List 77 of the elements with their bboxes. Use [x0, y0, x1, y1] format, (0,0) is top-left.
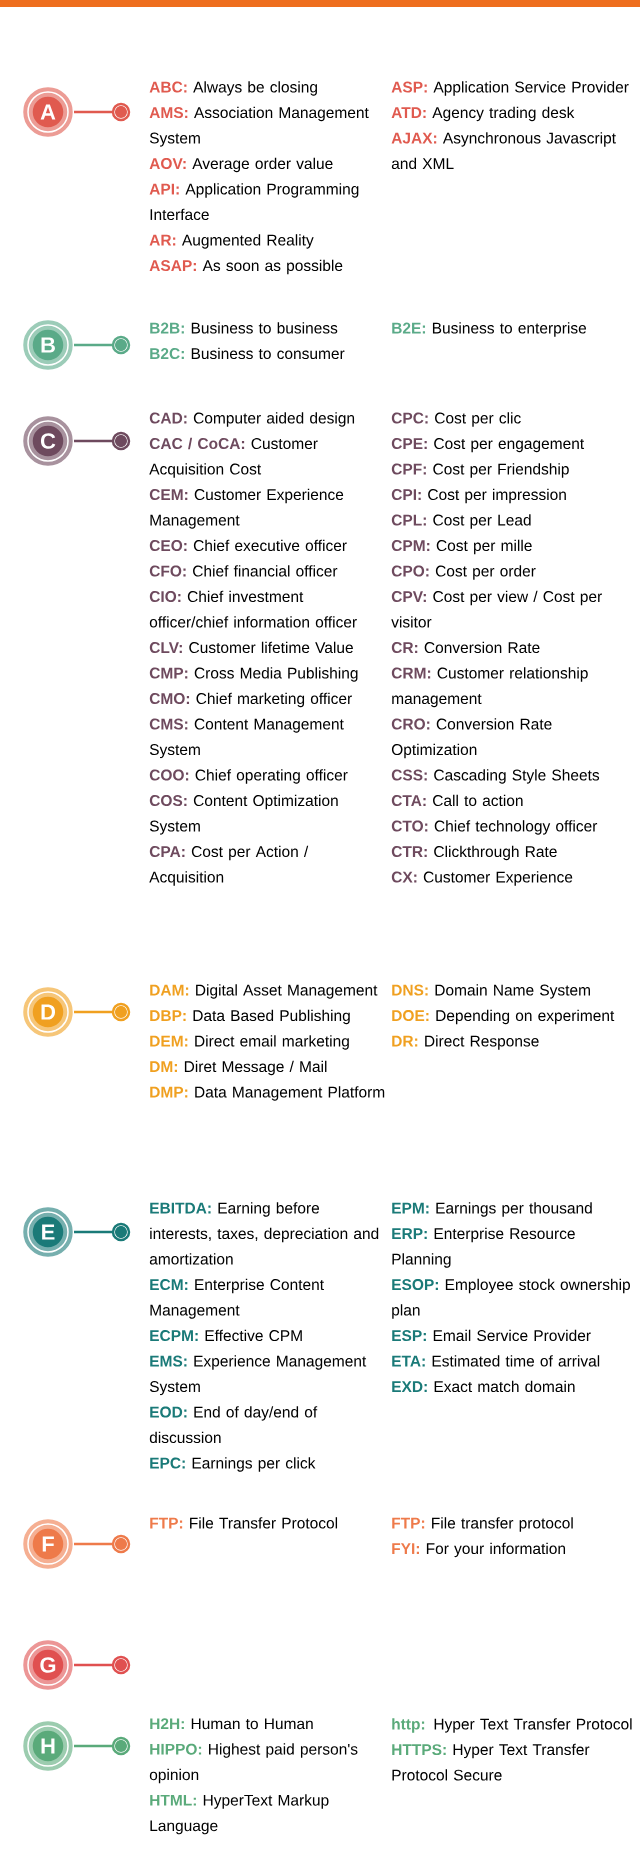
glossary-entry: AJAX: Asynchronous Javascript and XML [391, 132, 616, 170]
glossary-entry: CX: Customer Experience [391, 871, 573, 886]
glossary-entry: CSS: Cascading Style Sheets [391, 769, 600, 784]
glossary-entry: B2C: Business to consumer [150, 347, 345, 360]
glossary-entry: AR: Augmented Reality [149, 234, 314, 249]
glossary-entry: H2H: Human to Human [150, 1718, 313, 1730]
glossary-entry: CRO: Conversion Rate Optimization [391, 718, 552, 759]
glossary-entry: CTO: Chief technology officer [391, 820, 598, 835]
glossary-entry: AMS: Association Management System [149, 106, 369, 147]
glossary-entry: DM: Diret Message / Mail [150, 1060, 327, 1076]
glossary-entry: CPV: Cost per view / Cost per visitor [391, 590, 602, 628]
glossary-entry: CPO: Cost per order [391, 565, 536, 580]
glossary-entry: FTP: File Transfer Protocol [150, 1517, 338, 1529]
glossary-entry: CRM: Customer relationship management [391, 667, 588, 708]
glossary-entry: CR: Conversion Rate [391, 641, 540, 654]
letter-badge: C [23, 416, 73, 466]
glossary-entry: ETA: Estimated time of arrival [392, 1355, 600, 1367]
glossary-entry: CMO: Chief marketing officer [149, 692, 352, 708]
glossary-entry: CFO: Chief financial officer [149, 565, 338, 577]
glossary-entry: AOV: Average order value [149, 157, 333, 173]
letter-badge: G [23, 1640, 73, 1690]
glossary-entry: ECPM: Effective CPM [150, 1329, 302, 1342]
glossary-entry: EPC: Earnings per click [150, 1457, 316, 1472]
letter-badge: H [23, 1721, 73, 1771]
letter-badge: F [23, 1519, 73, 1569]
glossary-entry: DOE: Depending on experiment [392, 1009, 615, 1025]
glossary-entry: CPA: Cost per Action / Acquisition [149, 845, 309, 886]
glossary-entry: CPC: Cost per clic [391, 412, 521, 427]
glossary-entry: CAD: Computer aided design [149, 412, 355, 427]
glossary-entry: EPM: Earnings per thousand [392, 1202, 592, 1217]
letter-badge: E [23, 1207, 73, 1257]
glossary-entry: ECM: Enterprise Content Management [150, 1278, 324, 1319]
glossary-entry: CAC / CoCA: Customer Acquisition Cost [149, 437, 318, 478]
glossary-entry: HTTPS: Hyper Text Transfer Protocol Secure [392, 1743, 590, 1781]
glossary-entry: B2E: Business to enterprise [392, 322, 587, 337]
glossary-entry: COS: Content Optimization System [149, 794, 338, 835]
glossary-entry: DEM: Direct email marketing [150, 1035, 349, 1050]
glossary-entry: EOD: End of day/end of discussion [149, 1406, 318, 1444]
glossary-entry: http: Hyper Text Transfer Protocol [392, 1718, 632, 1733]
glossary-entry: ABC: Always be closing [149, 81, 317, 96]
glossary-entry: CPI: Cost per impression [391, 488, 566, 504]
glossary-entry: ESOP: Employee stock ownership plan [392, 1278, 630, 1319]
glossary-entry: COO: Chief operating officer [149, 769, 348, 784]
glossary-entry: EXD: Exact match domain [392, 1380, 575, 1393]
glossary-entry: CEM: Customer Experience Management [149, 488, 344, 529]
glossary-entry: DBP: Data Based Publishing [150, 1009, 350, 1025]
glossary-entry: CTR: Clickthrough Rate [391, 845, 557, 861]
glossary-entry: CMS: Content Management System [149, 718, 344, 759]
glossary-entry: CPF: Cost per Friendship [391, 463, 569, 478]
glossary-entry: EMS: Experience Management System [149, 1355, 367, 1396]
glossary-entry: ASP: Application Service Provider [391, 81, 629, 96]
glossary-entry: ERP: Enterprise Resource Planning [392, 1227, 575, 1268]
glossary-entry: DR: Direct Response [392, 1035, 539, 1050]
glossary-entry: ASAP: As soon as possible [149, 259, 343, 275]
glossary-entry: DAM: Digital Asset Management [150, 984, 378, 999]
glossary-entry: DNS: Domain Name System [392, 984, 590, 999]
glossary-entry: EBITDA: Earning before interests, taxes, depreciation and amortization [149, 1202, 379, 1265]
letter-badge: B [23, 320, 73, 370]
glossary-entry: CIO: Chief investment officer/chief information officer [149, 590, 357, 628]
glossary-entry: ESP: Email Service Provider [392, 1329, 591, 1342]
glossary-entry: HIPPO: Highest paid person's opinion [149, 1743, 358, 1784]
glossary-entry: B2B: Business to business [150, 322, 338, 334]
glossary-entry: CPM: Cost per mille [391, 539, 532, 555]
glossary-entry: CPE: Cost per engagement [391, 438, 585, 453]
glossary-entry: CLV: Customer lifetime Value [149, 641, 353, 654]
glossary-entry: FYI: For your information [392, 1542, 565, 1558]
glossary-entry: HTML: HyperText Markup Language [150, 1794, 329, 1835]
glossary-entry: CTA: Call to action [391, 794, 523, 807]
glossary-entry: CMP: Cross Media Publishing [149, 667, 358, 682]
glossary-entry: DMP: Data Management Platform [150, 1086, 385, 1101]
letter-badge: D [23, 987, 73, 1037]
letter-badge: A [23, 87, 73, 137]
glossary-entry: CEO: Chief executive officer [149, 539, 347, 552]
glossary-entry: ATD: Agency trading desk [391, 106, 575, 122]
glossary-entry: CPL: Cost per Lead [391, 514, 531, 529]
glossary-entry: FTP: File transfer protocol [392, 1517, 573, 1532]
glossary-entry: API: Application Programming Interface [149, 183, 359, 221]
